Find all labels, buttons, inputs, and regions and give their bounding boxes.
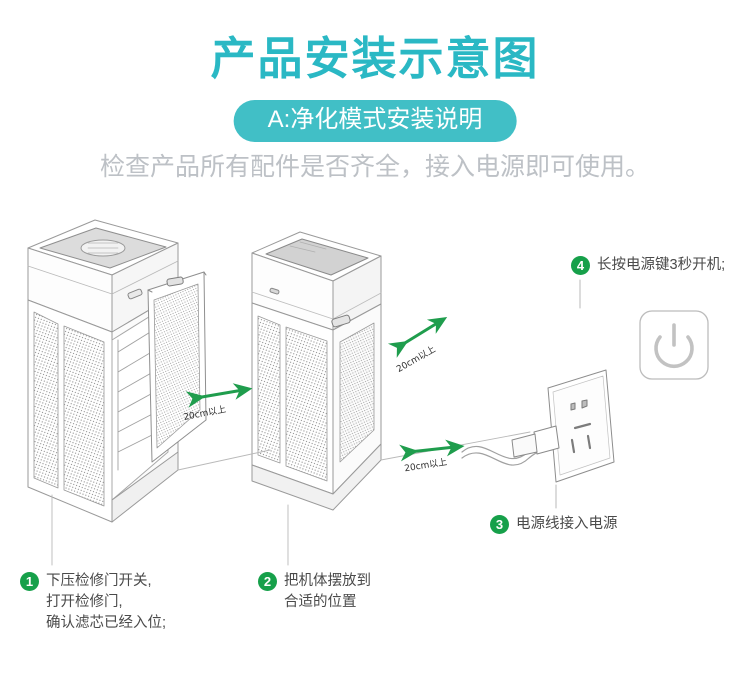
left-purifier-body <box>27 219 207 523</box>
page-title: 产品安装示意图 <box>210 33 540 84</box>
power-button-icon <box>639 310 709 380</box>
step-3-text: 电源线接入电源 <box>516 516 618 532</box>
step-4-number: 4 <box>571 256 590 275</box>
step-4: 4 长按电源键3秒开机; <box>571 255 725 276</box>
wall-outlet <box>511 369 615 483</box>
page-subtitle: 检查产品所有配件是否齐全，接入电源即可使用。 <box>99 153 650 181</box>
dimension-arrow-1 <box>185 383 253 408</box>
dimension-arrow-2 <box>387 316 448 358</box>
dimension-arrow-3 <box>399 439 465 462</box>
mode-pill-label: A:净化模式安装说明 <box>233 100 517 142</box>
step-1: 1 下压检修门开关, 打开检修门, 确认滤芯已经入位; <box>20 571 166 634</box>
step-1-text: 下压检修门开关, 打开检修门, 确认滤芯已经入位; <box>46 573 167 631</box>
step-2-number: 2 <box>258 572 277 591</box>
step-3: 3 电源线接入电源 <box>490 514 618 535</box>
step-1-number: 1 <box>20 572 39 591</box>
step-3-number: 3 <box>490 515 509 534</box>
right-purifier-body <box>251 231 382 511</box>
step-4-text: 长按电源键3秒开机; <box>597 257 726 273</box>
step-2-text: 把机体摆放到 合适的位置 <box>284 573 371 610</box>
step-2: 2 把机体摆放到 合适的位置 <box>258 571 371 613</box>
